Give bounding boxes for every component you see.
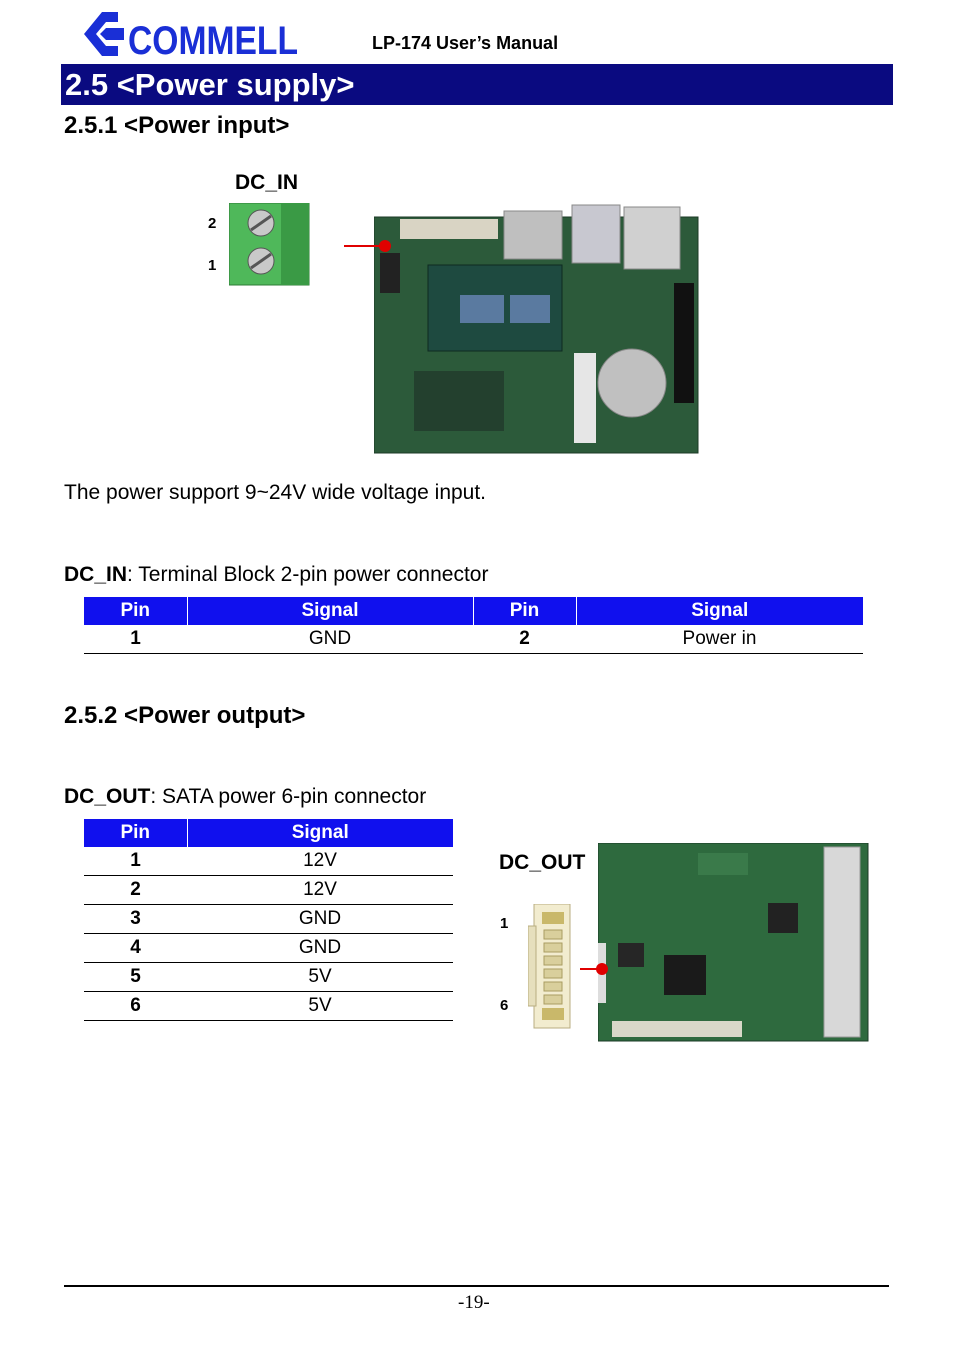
table-header-row: Pin Signal Pin Signal: [84, 597, 863, 625]
column-header: Signal: [187, 819, 453, 847]
footer-rule: [64, 1285, 889, 1287]
voltage-description: The power support 9~24V wide voltage inp…: [64, 481, 487, 504]
table-row: 1 GND 2 Power in: [84, 625, 863, 654]
table-row: 1 12V: [84, 847, 453, 876]
column-header: Signal: [187, 597, 474, 625]
table-row: 2 12V: [84, 875, 453, 905]
terminal-block-image: [229, 203, 310, 286]
dc-in-description-text: : Terminal Block 2-pin power connector: [127, 563, 489, 586]
signal-cell: Power in: [576, 625, 863, 654]
pin-cell: 4: [84, 933, 187, 963]
sata-power-connector-image: [528, 904, 571, 1029]
column-header: Pin: [473, 597, 577, 625]
table-header-row: Pin Signal: [84, 819, 453, 847]
dc-in-connector-label: DC_IN: [235, 171, 299, 194]
pin-cell: 3: [84, 904, 187, 934]
dc-in-pin-top-label: 2: [208, 215, 217, 232]
pin-cell: 1: [84, 625, 187, 654]
commell-logo: COMMELL: [84, 12, 298, 62]
signal-cell: 12V: [187, 847, 453, 876]
dc-out-connector-label: DC_OUT: [499, 851, 586, 874]
table-row: 6 5V: [84, 991, 453, 1021]
column-header: Pin: [84, 819, 188, 847]
pin-cell: 5: [84, 962, 187, 992]
signal-cell: 5V: [187, 991, 453, 1021]
pin-cell: 1: [84, 847, 187, 876]
dc-out-pin-top-label: 1: [500, 915, 509, 932]
signal-cell: 5V: [187, 962, 453, 992]
dc-in-pin-table: Pin Signal Pin Signal 1 GND 2 Power in: [84, 597, 863, 654]
signal-cell: GND: [187, 625, 473, 654]
power-output-heading: 2.5.2 <Power output>: [64, 702, 306, 729]
dc-in-pin-bottom-label: 1: [208, 257, 217, 274]
signal-cell: GND: [187, 933, 453, 963]
signal-cell: GND: [187, 904, 453, 934]
dc-out-description-text: : SATA power 6-pin connector: [150, 785, 427, 808]
section-title-bar: [61, 64, 893, 105]
dc-out-location-marker: [580, 963, 608, 975]
board-top-view-image: [374, 204, 699, 454]
dc-out-description: DC_OUT: SATA power 6-pin connector: [64, 785, 426, 809]
signal-cell: 12V: [187, 875, 453, 905]
board-bottom-view-image: [598, 843, 869, 1042]
dc-out-pin-bottom-label: 6: [500, 997, 509, 1014]
table-row: 4 GND: [84, 933, 453, 963]
dc-in-location-marker: [344, 240, 391, 252]
column-header: Signal: [576, 597, 863, 625]
dc-in-description-label: DC_IN: [64, 563, 128, 586]
pin-cell: 6: [84, 991, 187, 1021]
table-row: 3 GND: [84, 904, 453, 934]
dc-out-description-label: DC_OUT: [64, 785, 151, 808]
page-number: -19-: [458, 1292, 490, 1313]
power-input-heading: 2.5.1 <Power input>: [64, 112, 290, 139]
dc-out-pin-table: Pin Signal 1 12V 2 12V 3 GND 4 GND 5 5V …: [84, 819, 453, 1021]
pin-cell: 2: [473, 625, 576, 654]
dc-in-description: DC_IN: Terminal Block 2-pin power connec…: [64, 563, 488, 587]
table-row: 5 5V: [84, 962, 453, 992]
pin-cell: 2: [84, 875, 187, 905]
column-header: Pin: [84, 597, 188, 625]
manual-title: LP-174 User’s Manual: [372, 33, 559, 53]
brand-wordmark: COMMELL: [128, 19, 298, 62]
section-title: 2.5 <Power supply>: [65, 67, 355, 102]
